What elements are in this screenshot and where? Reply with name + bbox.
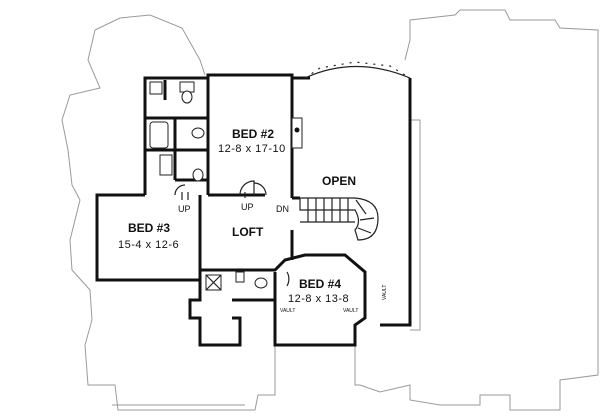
counter xyxy=(159,154,173,176)
door-bed2-b xyxy=(253,182,267,196)
fireplace-flue xyxy=(294,127,300,133)
door-closet xyxy=(174,184,186,196)
fireplace xyxy=(291,117,303,149)
open-label: OPEN xyxy=(322,174,356,188)
bay-window xyxy=(304,61,411,79)
sink xyxy=(191,127,205,139)
exterior-walls xyxy=(95,73,412,347)
room-labels: BED #2 12-8 x 17-10 BED #3 15-4 x 12-6 B… xyxy=(118,127,356,305)
bathtub xyxy=(149,121,169,149)
toilet xyxy=(181,90,193,104)
doors xyxy=(174,180,290,287)
bath-fixtures xyxy=(149,81,303,291)
door-bed4 xyxy=(286,271,290,287)
bath-walls xyxy=(145,80,208,182)
bed4-dims: 12-8 x 13-8 xyxy=(288,293,349,305)
toilet-tank-3 xyxy=(235,271,245,283)
sink-3 xyxy=(254,277,268,289)
down-label: DN xyxy=(276,204,289,214)
door-bed2 xyxy=(239,180,255,196)
vault-label-left: VAULT xyxy=(280,308,295,314)
annotations: UP UP DN VAULT VAULT VAULT xyxy=(178,202,388,314)
loft-label: LOFT xyxy=(232,225,264,239)
stair-arrows xyxy=(181,192,246,200)
staircase xyxy=(299,197,379,241)
up-label-left: UP xyxy=(178,204,191,214)
bed3-name: BED #3 xyxy=(128,221,170,235)
toilet-2 xyxy=(192,168,204,182)
bed4-name: BED #4 xyxy=(299,277,341,291)
bed3-dims: 15-4 x 12-6 xyxy=(118,239,179,251)
vault-label-right: VAULT xyxy=(343,308,358,314)
roof-outline xyxy=(61,9,599,411)
vanity-sink xyxy=(149,81,163,95)
vault-label-side: VAULT xyxy=(382,285,388,300)
bed2-name: BED #2 xyxy=(232,127,274,141)
up-label-center: UP xyxy=(241,202,254,212)
bed2-dims: 12-8 x 17-10 xyxy=(218,143,286,155)
